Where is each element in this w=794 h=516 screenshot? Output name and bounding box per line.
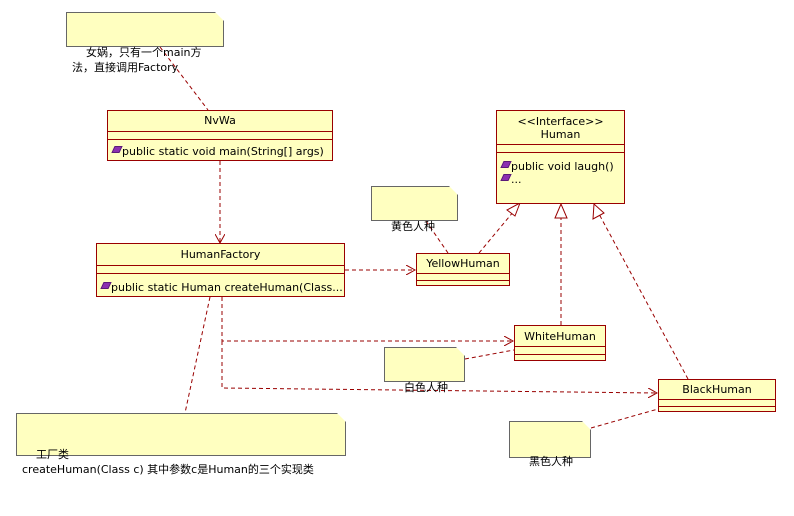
dep-factory-white	[221, 297, 513, 341]
class-name: Human	[540, 128, 581, 141]
note-fold	[337, 413, 346, 422]
attribute-compartment	[497, 145, 624, 153]
attribute-compartment	[108, 132, 332, 140]
class-name: NvWa	[108, 111, 332, 132]
operation-label: ...	[511, 174, 522, 186]
note-text: 白色人种	[404, 381, 448, 394]
interface-human[interactable]: <<Interface>> Human public void laugh() …	[496, 110, 625, 204]
class-header: <<Interface>> Human	[497, 111, 624, 145]
attribute-compartment	[97, 266, 344, 274]
operation-main: public static void main(String[] args)	[108, 140, 332, 159]
operation-icon	[500, 161, 512, 168]
operation-create-human: public static Human createHuman(Class...	[97, 274, 344, 295]
operation-icon	[500, 174, 512, 181]
realize-black-human	[598, 213, 689, 380]
note-nwwa[interactable]: 女娲，只有一个main方 法，直接调用Factory	[66, 12, 224, 74]
white-note-anchor	[464, 349, 515, 360]
realize-yellow-human	[478, 210, 515, 254]
note-black[interactable]: 黑色人种	[509, 421, 591, 468]
dep-factory-black	[221, 341, 657, 393]
operation-label: public static Human createHuman(Class...	[111, 281, 343, 294]
class-name: WhiteHuman	[515, 326, 605, 347]
realize-white-arrowhead	[554, 202, 568, 219]
note-text: 工厂类 createHuman(Class c) 其中参数c是Human的三个实…	[22, 448, 314, 476]
operation-icon	[100, 282, 112, 289]
class-name: BlackHuman	[659, 380, 775, 400]
note-fold	[449, 186, 458, 195]
realize-yellow-arrowhead	[506, 201, 521, 217]
note-fold	[456, 347, 465, 356]
operation-icon	[111, 146, 123, 153]
operation-label: public static void main(String[] args)	[122, 145, 324, 158]
class-nwwa[interactable]: NvWa public static void main(String[] ar…	[107, 110, 333, 161]
note-text: 黑色人种	[529, 455, 573, 468]
note-yellow[interactable]: 黄色人种	[371, 186, 458, 233]
class-black-human[interactable]: BlackHuman	[658, 379, 776, 412]
class-white-human[interactable]: WhiteHuman	[514, 325, 606, 361]
note-fold	[215, 12, 224, 21]
note-text: 黄色人种	[391, 220, 435, 233]
attribute-compartment	[659, 400, 775, 407]
nwwa-note-anchor	[159, 46, 209, 111]
attribute-compartment	[515, 347, 605, 355]
note-factory[interactable]: 工厂类 createHuman(Class c) 其中参数c是Human的三个实…	[16, 413, 346, 476]
factory-note-anchor	[184, 296, 211, 414]
class-name: YellowHuman	[417, 254, 509, 274]
operation-laugh: public void laugh()	[497, 153, 624, 174]
class-name: HumanFactory	[97, 244, 344, 266]
attribute-compartment	[417, 274, 509, 281]
black-note-anchor	[590, 408, 659, 429]
realize-black-arrowhead	[592, 202, 605, 220]
note-white[interactable]: 白色人种	[384, 347, 465, 394]
operation-more: ...	[497, 174, 624, 186]
operation-label: public void laugh()	[511, 160, 614, 173]
note-text: 女娲，只有一个main方 法，直接调用Factory	[72, 46, 202, 74]
note-fold	[582, 421, 591, 430]
class-yellow-human[interactable]: YellowHuman	[416, 253, 510, 286]
class-human-factory[interactable]: HumanFactory public static Human createH…	[96, 243, 345, 297]
stereotype-label: <<Interface>>	[517, 115, 604, 128]
